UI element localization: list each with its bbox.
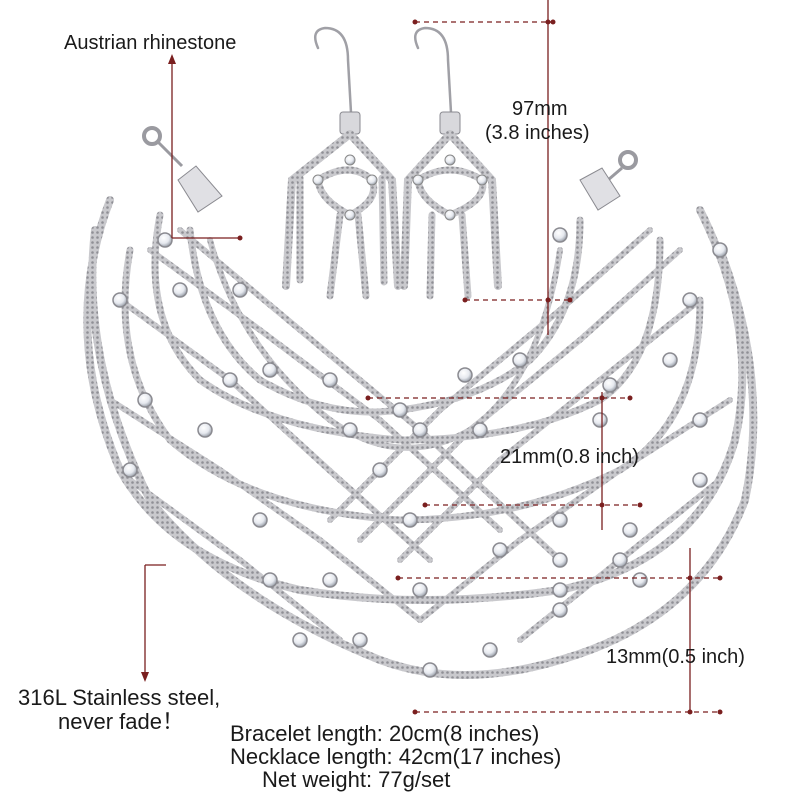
rhinestone [122,462,138,478]
rhinestone [552,602,568,618]
mesh-strand [127,477,343,643]
rhinestone [592,412,608,428]
rhinestone [632,572,648,588]
rhinestone [222,372,238,388]
mesh-strand [88,226,758,679]
earring-left [282,26,402,300]
rhinestone [372,462,388,478]
rhinestone [692,472,708,488]
rhinestone [352,632,368,648]
annotation-austrian-rhinestone: Austrian rhinestone [64,32,237,54]
spec-necklace-length: Necklace length: 42cm(17 inches) [230,744,562,769]
rhinestone [602,377,618,393]
mesh-strand [107,397,423,623]
annotation-width-21: 21mm(0.8 inch) [500,446,639,468]
rhinestone [292,632,308,648]
rhinestone [322,372,338,388]
mesh-strand [357,247,683,543]
rhinestone [262,362,278,378]
rhinestone [422,662,438,678]
rhinestone [662,352,678,368]
rhinestone [262,572,278,588]
rhinestone [402,512,418,528]
rhinestone [252,512,268,528]
rhinestone [622,522,638,538]
annotation-earring-length-in: (3.8 inches) [485,122,590,144]
spec-net-weight: Net weight: 77g/set [262,767,451,792]
rhinestone [232,282,248,298]
rhinestone [512,352,528,368]
mesh-strand [147,247,503,533]
rhinestone [392,402,408,418]
rhinestone [412,422,428,438]
rhinestone [172,282,188,298]
mesh-strand [177,227,563,563]
clasp-left [142,126,223,213]
annotation-earring-length-mm: 97mm [512,98,568,120]
mesh-strand [121,246,704,524]
annotation-steel-line2: never fade！ [58,709,184,734]
rhinestone [322,572,338,588]
rhinestone [342,422,358,438]
rhinestone [552,512,568,528]
rhinestone [157,232,173,248]
rhinestone [552,227,568,243]
earring-right [400,26,502,300]
rhinestone [457,367,473,383]
rhinestone [692,412,708,428]
rhinestone [472,422,488,438]
clasp-right [579,150,638,211]
annotation-width-13: 13mm(0.5 inch) [606,646,745,668]
rhinestone [612,552,628,568]
rhinestone [682,292,698,308]
mesh-strand [397,297,703,563]
annotation-steel-line1: 316L Stainless steel, [18,685,221,710]
guide-points [141,19,723,715]
rhinestones [112,227,728,678]
spec-bracelet-length: Bracelet length: 20cm(8 inches) [230,721,540,746]
rhinestone [137,392,153,408]
rhinestone [112,292,128,308]
mesh-strand [83,196,747,604]
rhinestone [492,542,508,558]
rhinestone [412,582,428,598]
rhinestone [552,582,568,598]
rhinestone [197,422,213,438]
rhinestone [712,242,728,258]
mesh-strand [117,297,433,563]
rhinestone [552,552,568,568]
rhinestone [482,642,498,658]
